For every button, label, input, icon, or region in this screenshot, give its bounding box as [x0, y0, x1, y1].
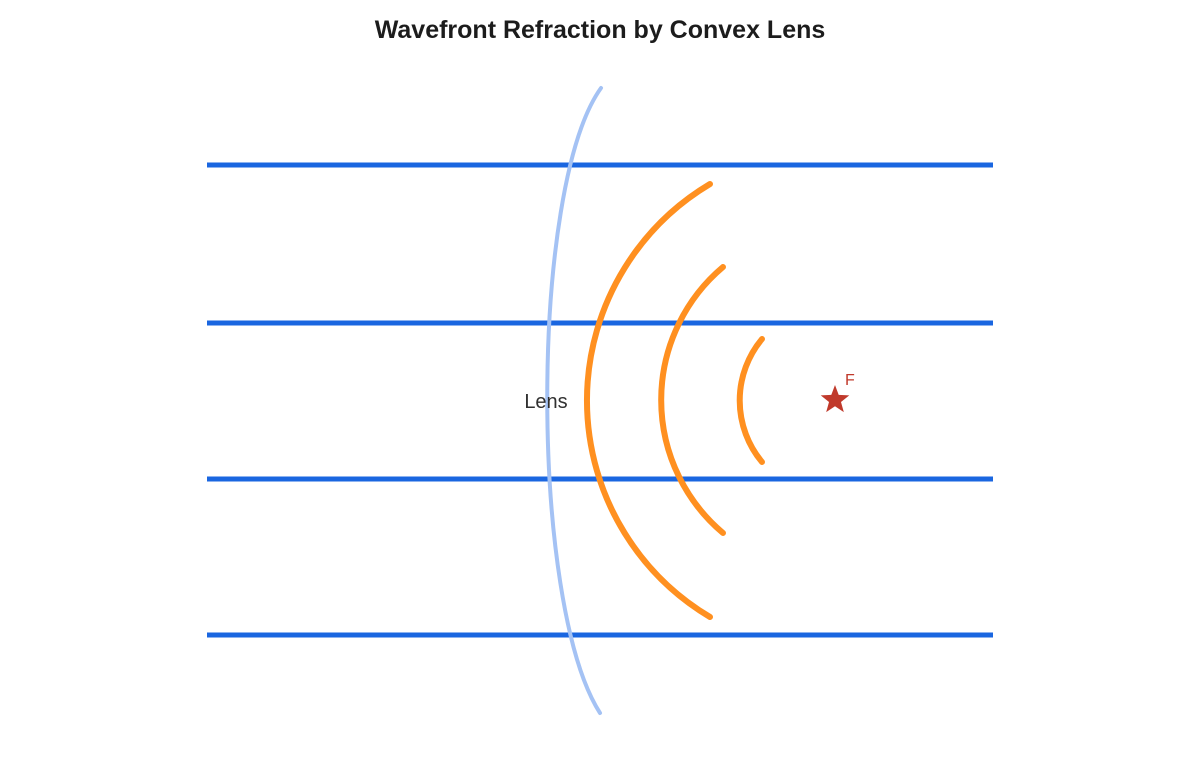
- convex-lens-arc: [545, 86, 603, 715]
- wavefront-arc-inner: [736, 336, 765, 465]
- wavefront-arc-middle: [658, 264, 726, 536]
- focal-point-star-icon: [820, 385, 850, 413]
- focal-point-label: F: [845, 372, 855, 389]
- wavefront-group: [583, 181, 765, 620]
- wavefront-arc-outer: [583, 181, 713, 620]
- lens-label: Lens: [524, 391, 567, 413]
- figure-title: Wavefront Refraction by Convex Lens: [375, 16, 826, 44]
- focal-point-group: F: [820, 372, 855, 413]
- convex-lens-group: [545, 86, 603, 715]
